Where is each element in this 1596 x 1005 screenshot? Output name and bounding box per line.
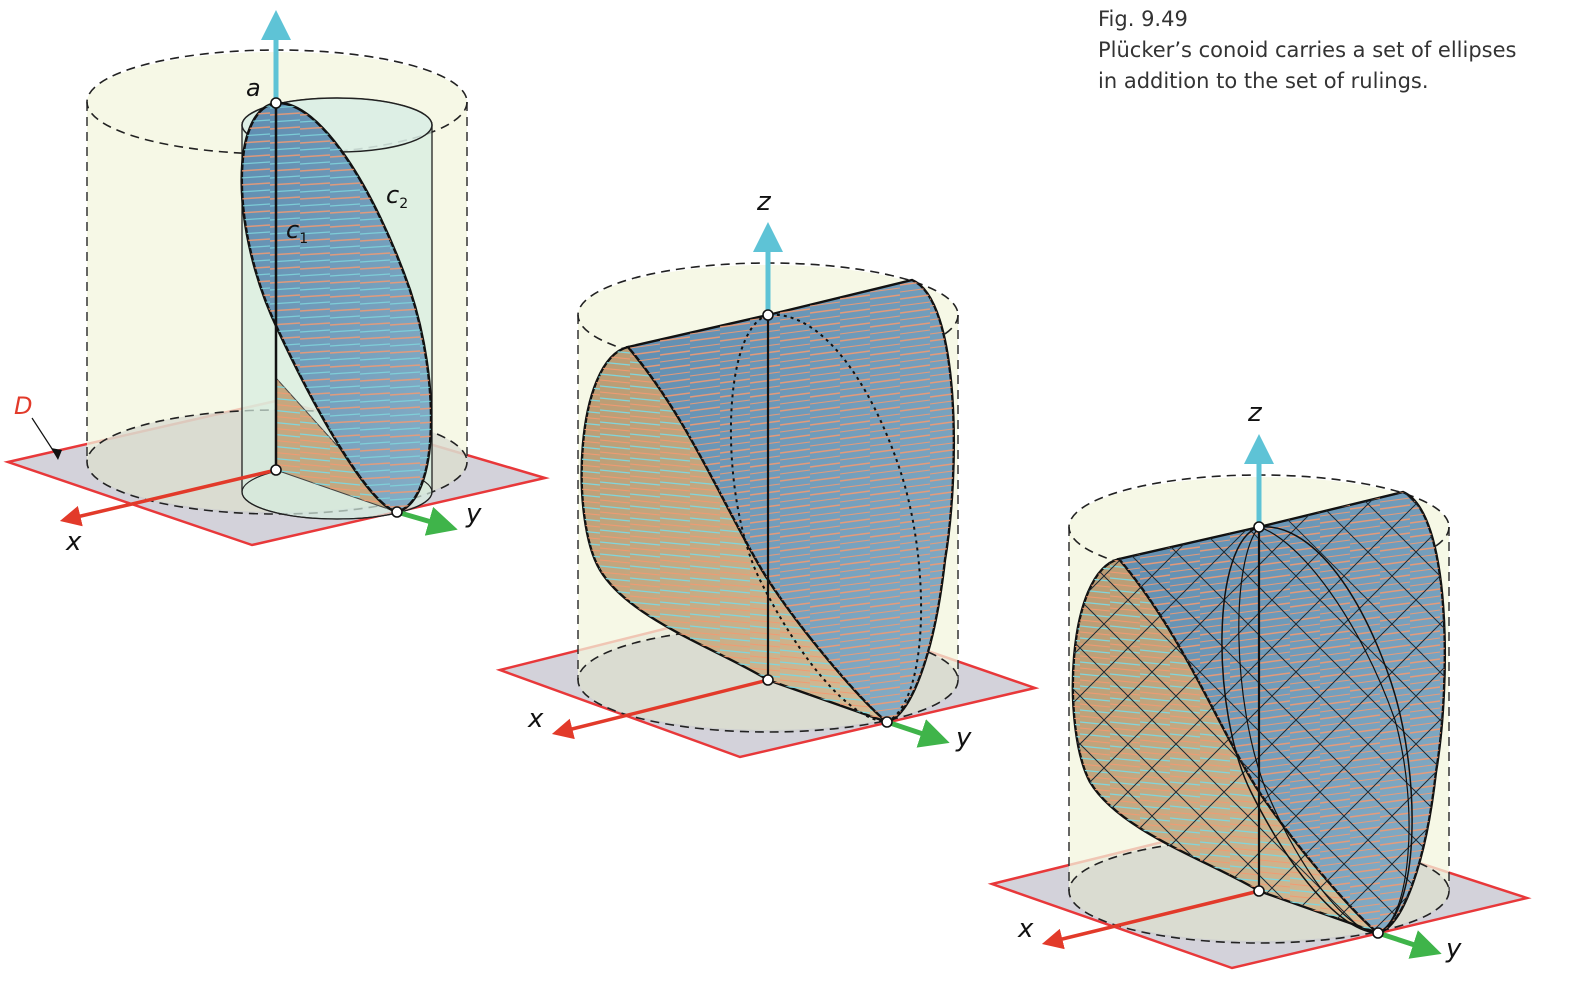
label-y: y [955,723,972,753]
figure-2: z x y [495,187,1040,759]
axis-x-arrow [1041,889,1260,950]
figure-caption: Fig. 9.49 Plücker’s conoid carries a set… [1098,4,1588,97]
figure-3: z x y [987,398,1532,970]
label-c2: c2 [386,181,408,212]
caption-line-1: Plücker’s conoid carries a set of ellips… [1098,38,1517,62]
label-z: z [756,187,772,217]
axis-y-arrow [1377,930,1442,959]
axis-y-arrow [396,506,458,536]
axis-x-arrow [59,468,277,527]
figure-number: Fig. 9.49 [1098,7,1188,31]
axis-x-arrow [551,678,769,740]
label-d: D [14,392,32,420]
label-a: a [246,74,261,102]
figure-1: a c1 c2 D x y [3,10,550,557]
label-x: x [1017,914,1034,944]
label-x: x [65,527,82,557]
label-c1: c1 [286,216,308,247]
label-x: x [527,704,544,734]
axis-y-arrow [886,719,950,748]
caption-line-2: in addition to the set of rulings. [1098,69,1429,93]
label-y: y [1445,934,1462,964]
label-z: z [1247,398,1263,428]
label-y: y [465,499,482,529]
